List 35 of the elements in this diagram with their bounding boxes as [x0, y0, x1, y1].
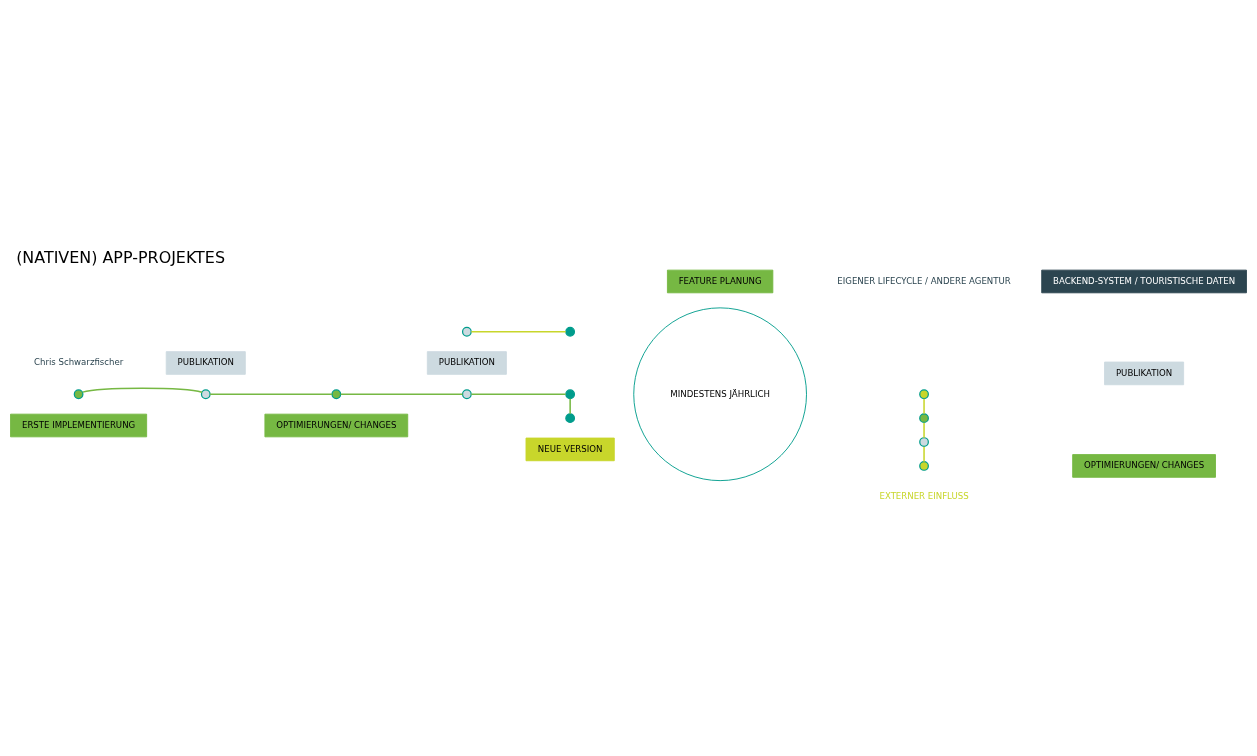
diagram-title: (NATIVEN) APP-PROJEKTES	[16, 247, 226, 267]
connector	[923, 398, 925, 415]
node-box: BACKEND-SYSTEM / TOURISTISCHE DATEN	[1041, 269, 1247, 294]
node-box: ERSTE IMPLEMENTIERUNG	[10, 413, 148, 438]
node-circle	[919, 413, 929, 424]
connector	[209, 393, 333, 395]
node-circle	[919, 437, 929, 447]
node-circle	[331, 389, 342, 400]
node-circle	[565, 326, 576, 337]
label: Chris Schwarzfischer	[33, 357, 124, 368]
node-box: FEATURE PLANUNG	[666, 269, 774, 294]
connector	[470, 330, 567, 333]
connector	[923, 445, 925, 463]
node-circle	[461, 326, 472, 337]
node-circle	[565, 389, 576, 400]
node-box: OPTIMIERUNGEN/ CHANGES	[1072, 454, 1216, 478]
connector	[81, 387, 203, 393]
node-box: PUBLIKATION	[1104, 361, 1185, 386]
node-circle	[73, 389, 84, 400]
node-circle	[565, 413, 576, 424]
node-text: EXTERNER EINFLUSS	[879, 491, 969, 502]
node-box: PUBLIKATION	[165, 351, 246, 375]
connector	[339, 393, 464, 395]
node-box: PUBLIKATION	[426, 351, 507, 375]
node-circle	[461, 389, 472, 400]
node-circle: MINDESTENS JÄHRLICH	[633, 307, 807, 482]
node-circle	[200, 389, 211, 400]
connector	[923, 421, 925, 439]
connector	[470, 393, 567, 395]
node-box: NEUE VERSION	[525, 437, 615, 462]
node-circle	[919, 389, 929, 400]
node-text: EIGENER LIFECYCLE / ANDERE AGENTUR	[837, 275, 1011, 286]
node-box: OPTIMIERUNGEN/ CHANGES	[264, 413, 409, 438]
node-circle	[919, 461, 929, 471]
connector	[569, 398, 571, 415]
